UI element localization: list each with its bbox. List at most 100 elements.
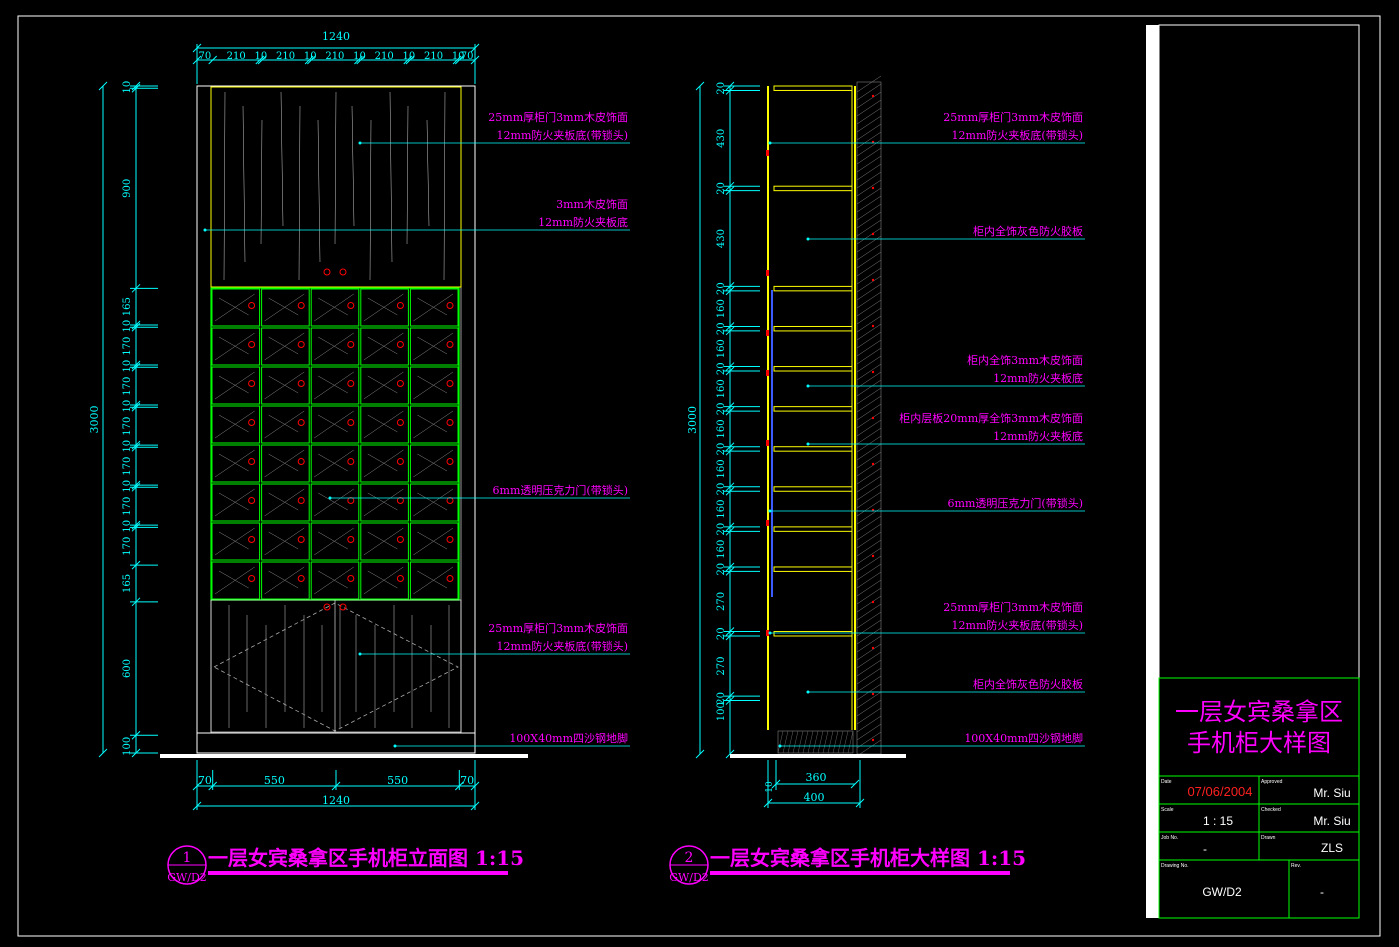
glass-hatch: [218, 414, 249, 433]
locker-lock: [446, 341, 454, 348]
dim-text: 160: [716, 299, 727, 318]
wall-hatch: [856, 403, 882, 421]
dim-text: 20: [716, 483, 727, 496]
wall-hatch: [856, 715, 882, 733]
hinge-mark: [766, 440, 769, 446]
locker-door: [409, 366, 459, 405]
locker-lock: [248, 419, 256, 426]
dim-text: 1240: [322, 30, 350, 43]
scale-value: 1 : 15: [1203, 814, 1233, 828]
locker-lock: [248, 497, 256, 504]
locker-door: [409, 405, 459, 444]
wood-grain: [389, 91, 393, 263]
plinth-hatch: [822, 730, 829, 754]
locker-lock: [347, 419, 355, 426]
locker-lock: [297, 497, 305, 504]
dim-text: 170: [122, 497, 133, 516]
locker-lock: [297, 302, 305, 309]
dim-text: 170: [122, 457, 133, 476]
locker-lock: [297, 380, 305, 387]
wall-hatch: [856, 691, 882, 709]
wall-hatch: [856, 163, 882, 181]
dimension-tick: [855, 798, 865, 808]
dim-text: 210: [375, 51, 394, 62]
dim-text: 10: [122, 520, 133, 533]
dim-text: 10: [304, 51, 317, 62]
locker-door: [261, 561, 310, 600]
wall-hatch: [856, 291, 882, 309]
wall-hatch: [856, 331, 882, 349]
wall-hatch: [856, 451, 882, 469]
shelf-board: [773, 566, 853, 572]
dim-text: 210: [424, 51, 443, 62]
wall-hatch: [856, 363, 882, 381]
locker-door: [261, 522, 310, 561]
wall-hatch: [856, 699, 882, 717]
wall-hatch: [856, 523, 882, 541]
glass-hatch: [214, 332, 255, 361]
dimension-tick: [452, 55, 462, 65]
leader-dot: [768, 141, 772, 145]
annotation-text: 100X40mm四沙钢地脚: [964, 731, 1083, 745]
wood-grain: [317, 119, 321, 263]
wall-hatch: [856, 107, 882, 125]
wall-hatch: [856, 539, 882, 557]
dim-text: 210: [325, 51, 344, 62]
dim-text: 10: [255, 51, 268, 62]
caption-number: 1: [183, 850, 192, 866]
shelf-board: [773, 325, 853, 332]
dimension-tick: [695, 81, 705, 91]
dim-text: 160: [716, 379, 727, 398]
glass-hatch: [218, 297, 249, 316]
locker-door: [409, 444, 459, 483]
wall-mark: [871, 646, 875, 650]
glass-hatch: [367, 570, 398, 589]
locker-door: [360, 327, 409, 366]
locker-lock: [248, 341, 256, 348]
shelf-board: [773, 631, 853, 637]
dim-text: 600: [122, 659, 133, 678]
wall-hatch: [856, 675, 882, 693]
wall-hatch: [856, 91, 882, 109]
dim-text: 165: [122, 574, 133, 593]
dimension-tick: [257, 55, 267, 65]
dim-text: 20: [716, 282, 727, 295]
glass-hatch: [314, 449, 354, 478]
wall-hatch: [856, 723, 882, 741]
locker-door: [211, 444, 261, 483]
locker-lock: [347, 536, 355, 543]
dim-text: 20: [716, 82, 727, 95]
glass-hatch: [363, 371, 404, 400]
caption-title: 一层女宾桑拿区手机柜大样图 1:15: [710, 846, 1026, 870]
locker-door: [261, 366, 310, 405]
dim-text: 10: [452, 51, 465, 62]
locker-lock: [446, 380, 454, 387]
dim-text: 20: [716, 523, 727, 536]
dim-text: 170: [122, 417, 133, 436]
locker-door: [211, 288, 261, 327]
wall-hatch: [856, 411, 882, 429]
floor-line: [160, 754, 528, 758]
dim-text: 550: [264, 774, 285, 787]
dimension-tick: [470, 801, 480, 811]
wall-hatch: [856, 515, 882, 533]
dim-text: 160: [716, 339, 727, 358]
door-swing-indicator: [213, 602, 459, 732]
locker-lock: [297, 536, 305, 543]
wall-hatch: [856, 531, 882, 549]
drawn-value: ZLS: [1321, 841, 1343, 855]
leader-dot: [778, 744, 782, 748]
hinge-mark: [766, 330, 769, 336]
annotation-text: 柜内全饰灰色防火胶板: [973, 224, 1083, 238]
wall-hatch: [856, 659, 882, 677]
title-strip: [1146, 25, 1159, 918]
wall-mark: [871, 370, 875, 374]
dim-text: 10: [122, 81, 133, 94]
dim-text: 20: [716, 362, 727, 375]
wall-hatch: [856, 75, 882, 93]
wall-mark: [871, 738, 875, 742]
glass-hatch: [264, 566, 305, 595]
glass-hatch: [413, 371, 454, 400]
glass-hatch: [417, 414, 448, 433]
